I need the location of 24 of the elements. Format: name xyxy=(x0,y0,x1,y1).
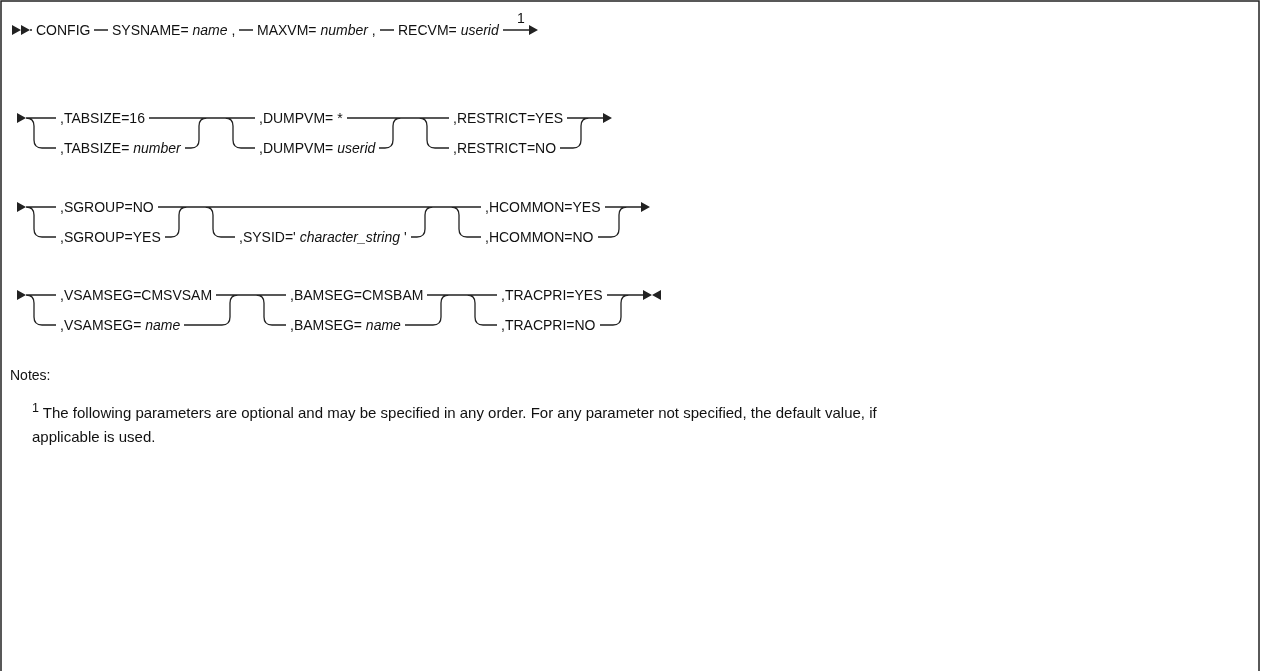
syntax-keyword: ,TABSIZE=16 xyxy=(60,109,145,127)
syntax-keyword: ,VSAMSEG=CMSVSAM xyxy=(60,286,213,304)
syntax-keyword: ,HCOMMON=YES xyxy=(485,198,601,216)
syntax-keyword: ,SGROUP=YES xyxy=(60,228,161,246)
footnote-marker: 1 xyxy=(517,9,525,27)
syntax-keyword: MAXVM= number , xyxy=(257,21,376,39)
syntax-keyword: CONFIG xyxy=(36,21,91,39)
syntax-keyword: RECVM= userid xyxy=(398,21,499,39)
syntax-keyword: ,TRACPRI=NO xyxy=(501,316,596,334)
notes-heading: Notes: xyxy=(10,366,51,384)
syntax-keyword: ,BAMSEG= name xyxy=(290,316,401,334)
syntax-keyword: ,SGROUP=NO xyxy=(60,198,154,216)
syntax-keyword: ,HCOMMON=NO xyxy=(485,228,594,246)
syntax-keyword: ,TRACPRI=YES xyxy=(501,286,603,304)
syntax-keyword: ,SYSID=' character_string ' xyxy=(239,228,407,246)
syntax-keyword: ,TABSIZE= number xyxy=(60,139,181,157)
syntax-keyword: ,VSAMSEG= name xyxy=(60,316,181,334)
syntax-keyword: SYSNAME= name , xyxy=(112,21,236,39)
syntax-keyword: ,DUMPVM= userid xyxy=(259,139,376,157)
footnote-text: $^{1}$ The following parameters are optional and may be specified in any order. For any parameter not specified, the default value, if applicable is used. xyxy=(32,400,878,447)
syntax-keyword: ,RESTRICT=NO xyxy=(453,139,557,157)
syntax-keyword: ,BAMSEG=CMSBAM xyxy=(290,286,424,304)
syntax-keyword: ,DUMPVM= * xyxy=(259,109,343,127)
syntax-keyword: ,RESTRICT=YES xyxy=(453,109,564,127)
